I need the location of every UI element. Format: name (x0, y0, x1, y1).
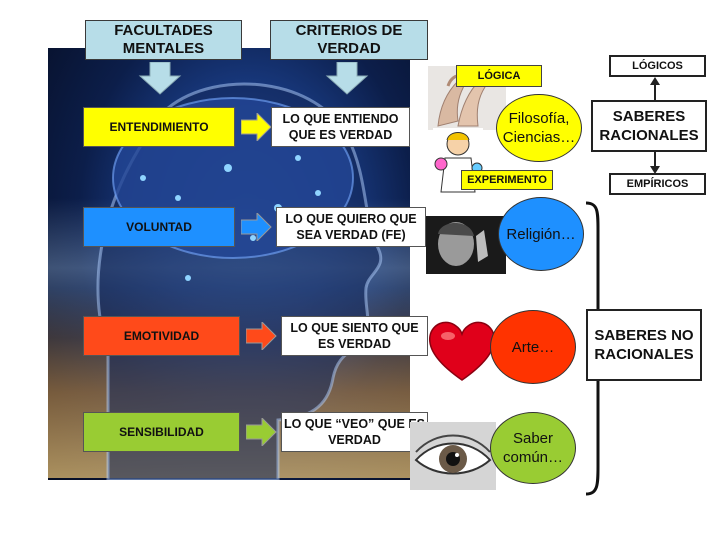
label-empiricos: EMPÍRICOS (609, 173, 706, 195)
circle-religion: Religión… (498, 197, 584, 271)
heart-icon (428, 321, 496, 381)
circle-arte: Arte… (490, 310, 576, 384)
right-arrow-icon (241, 113, 272, 141)
label-logica: LÓGICA (456, 65, 542, 87)
criterion-entendimiento: LO QUE ENTIENDO QUE ES VERDAD (271, 107, 410, 147)
down-arrow-icon (650, 152, 660, 174)
saberes-racionales: SABERES RACIONALES (591, 100, 707, 152)
down-arrow-icon (138, 62, 182, 95)
right-arrow-icon (241, 213, 272, 241)
faculty-emotividad: EMOTIVIDAD (83, 316, 240, 356)
label-experimento: EXPERIMENTO (461, 170, 553, 190)
header-criterios: CRITERIOS DE VERDAD (270, 20, 428, 60)
criterion-sensibilidad: LO QUE “VEO” QUE ES VERDAD (281, 412, 428, 452)
saberes-no-racionales: SABERES NO RACIONALES (586, 309, 702, 381)
eye-icon (410, 422, 496, 490)
circle-saber-comun: Saber común… (490, 412, 576, 484)
right-arrow-icon (246, 418, 277, 446)
praying-person-icon (426, 216, 506, 274)
right-arrow-icon (246, 322, 277, 350)
down-arrow-icon (325, 62, 369, 95)
faculty-sensibilidad: SENSIBILIDAD (83, 412, 240, 452)
header-facultades: FACULTADES MENTALES (85, 20, 242, 60)
criterion-voluntad: LO QUE QUIERO QUE SEA VERDAD (FE) (276, 207, 426, 247)
faculty-voluntad: VOLUNTAD (83, 207, 235, 247)
up-arrow-icon (650, 77, 660, 101)
criterion-emotividad: LO QUE SIENTO QUE ES VERDAD (281, 316, 428, 356)
label-logicos: LÓGICOS (609, 55, 706, 77)
faculty-entendimiento: ENTENDIMIENTO (83, 107, 235, 147)
circle-filosofia: Filosofía, Ciencias… (496, 94, 582, 162)
